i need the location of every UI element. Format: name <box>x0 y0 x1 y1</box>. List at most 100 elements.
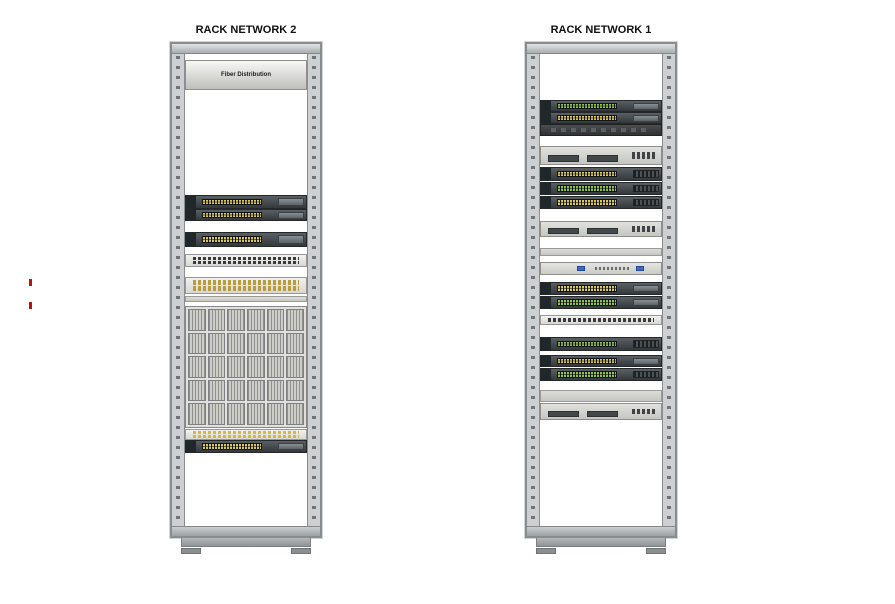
punch-block-module <box>227 403 245 425</box>
port-block <box>556 299 617 306</box>
appliance-blue <box>540 262 662 275</box>
fiber-distribution-panel: Fiber Distribution <box>185 60 307 90</box>
cable-management-strip <box>185 296 307 302</box>
rack-foot <box>535 548 556 554</box>
patch-panel-3 <box>185 429 307 440</box>
uplink-module <box>277 442 304 451</box>
rack-foot <box>291 548 312 554</box>
punch-block-module <box>246 356 265 378</box>
rack-feet <box>530 547 673 554</box>
uplink-module <box>632 370 659 379</box>
uplink-module <box>632 198 659 207</box>
switch-bezel <box>541 168 551 180</box>
red-revision-mark-2 <box>29 302 32 309</box>
port-block <box>556 185 617 192</box>
rack-top-bar <box>172 44 320 54</box>
voice-module-chassis <box>185 306 307 428</box>
patch-port-row <box>548 318 654 322</box>
punch-block-module <box>266 332 285 355</box>
uplink-module <box>632 339 659 349</box>
catalyst-switch-4 <box>185 440 307 453</box>
punch-block-module <box>266 403 285 425</box>
switch-3750-1 <box>540 167 662 181</box>
rack-title: RACK NETWORK 2 <box>195 24 297 36</box>
switch-bezel <box>541 283 551 294</box>
switch-bezel <box>541 356 551 366</box>
rack-bottom-bar <box>172 526 320 536</box>
punch-block-module <box>266 379 285 402</box>
blank-panel-1 <box>540 248 662 256</box>
port-block <box>201 235 262 244</box>
punch-block-module <box>246 379 265 402</box>
switch-3750-4 <box>540 282 662 295</box>
switch-3750-8 <box>540 368 662 381</box>
punch-block-module <box>188 379 206 402</box>
port-block <box>201 212 262 218</box>
patch-port-row <box>193 280 299 285</box>
uplink-module <box>632 284 659 293</box>
switch-bezel <box>541 197 551 208</box>
port-block <box>632 408 657 415</box>
uplink-module <box>277 197 304 207</box>
rack-feet <box>175 547 318 554</box>
uplink-module <box>277 211 304 219</box>
patch-port-row <box>193 435 299 438</box>
port-block <box>556 340 617 348</box>
switch-3750-3 <box>540 196 662 209</box>
rack-right-rail <box>662 54 675 526</box>
port-block <box>632 152 657 159</box>
rack-frame <box>525 42 677 538</box>
punch-block-module <box>207 356 226 378</box>
punch-block-module <box>227 379 245 402</box>
switch-48port-2 <box>540 112 662 124</box>
rack-interior <box>540 54 662 526</box>
switch-bezel <box>541 101 551 111</box>
switch-bezel <box>186 210 196 220</box>
rack-top-bar <box>527 44 675 54</box>
port-block <box>556 285 617 292</box>
patch-panel-1 <box>185 254 307 267</box>
module-slot <box>586 228 618 235</box>
uplink-module <box>277 234 304 245</box>
red-revision-mark-1 <box>29 279 32 286</box>
rack-foot <box>646 548 667 554</box>
blank-panel-2 <box>540 390 662 402</box>
port-block <box>201 198 262 206</box>
switch-3750-6 <box>540 337 662 351</box>
patch-panel-2 <box>185 277 307 294</box>
punch-block-module <box>188 356 206 378</box>
port-block <box>556 371 617 378</box>
punch-block-module <box>188 403 206 425</box>
router-unit-1 <box>540 146 662 165</box>
module-slot <box>586 410 618 418</box>
patch-port-row <box>193 431 299 434</box>
uplink-module <box>632 102 659 110</box>
rack-network-2: RACK NETWORK 2 Fiber Distribution <box>170 22 322 554</box>
uplink-module <box>632 357 659 365</box>
switch-3750-2 <box>540 182 662 195</box>
switch-bezel <box>541 297 551 308</box>
punch-block-module <box>207 309 226 331</box>
port-block <box>556 358 617 364</box>
punch-block-module <box>266 309 285 331</box>
console-port <box>577 265 586 272</box>
uplink-module <box>632 114 659 122</box>
switch-bezel <box>541 113 551 123</box>
rack-frame: Fiber Distribution <box>170 42 322 538</box>
uplink-module <box>632 169 659 179</box>
punch-block-module <box>227 356 245 378</box>
fiber-panel-label: Fiber Distribution <box>221 72 271 78</box>
switch-bezel <box>186 233 196 246</box>
punch-block-module <box>227 332 245 355</box>
rack-left-rail <box>172 54 185 526</box>
rack-right-rail <box>307 54 320 526</box>
punch-block-module <box>227 309 245 331</box>
rack-base <box>180 538 312 547</box>
rack-network-1: RACK NETWORK 1 <box>525 22 677 554</box>
punch-block-module <box>246 309 265 331</box>
switch-bezel <box>186 441 196 452</box>
rear-panel-unit <box>540 124 662 136</box>
punch-block-module <box>188 332 206 355</box>
switch-bezel <box>186 196 196 208</box>
